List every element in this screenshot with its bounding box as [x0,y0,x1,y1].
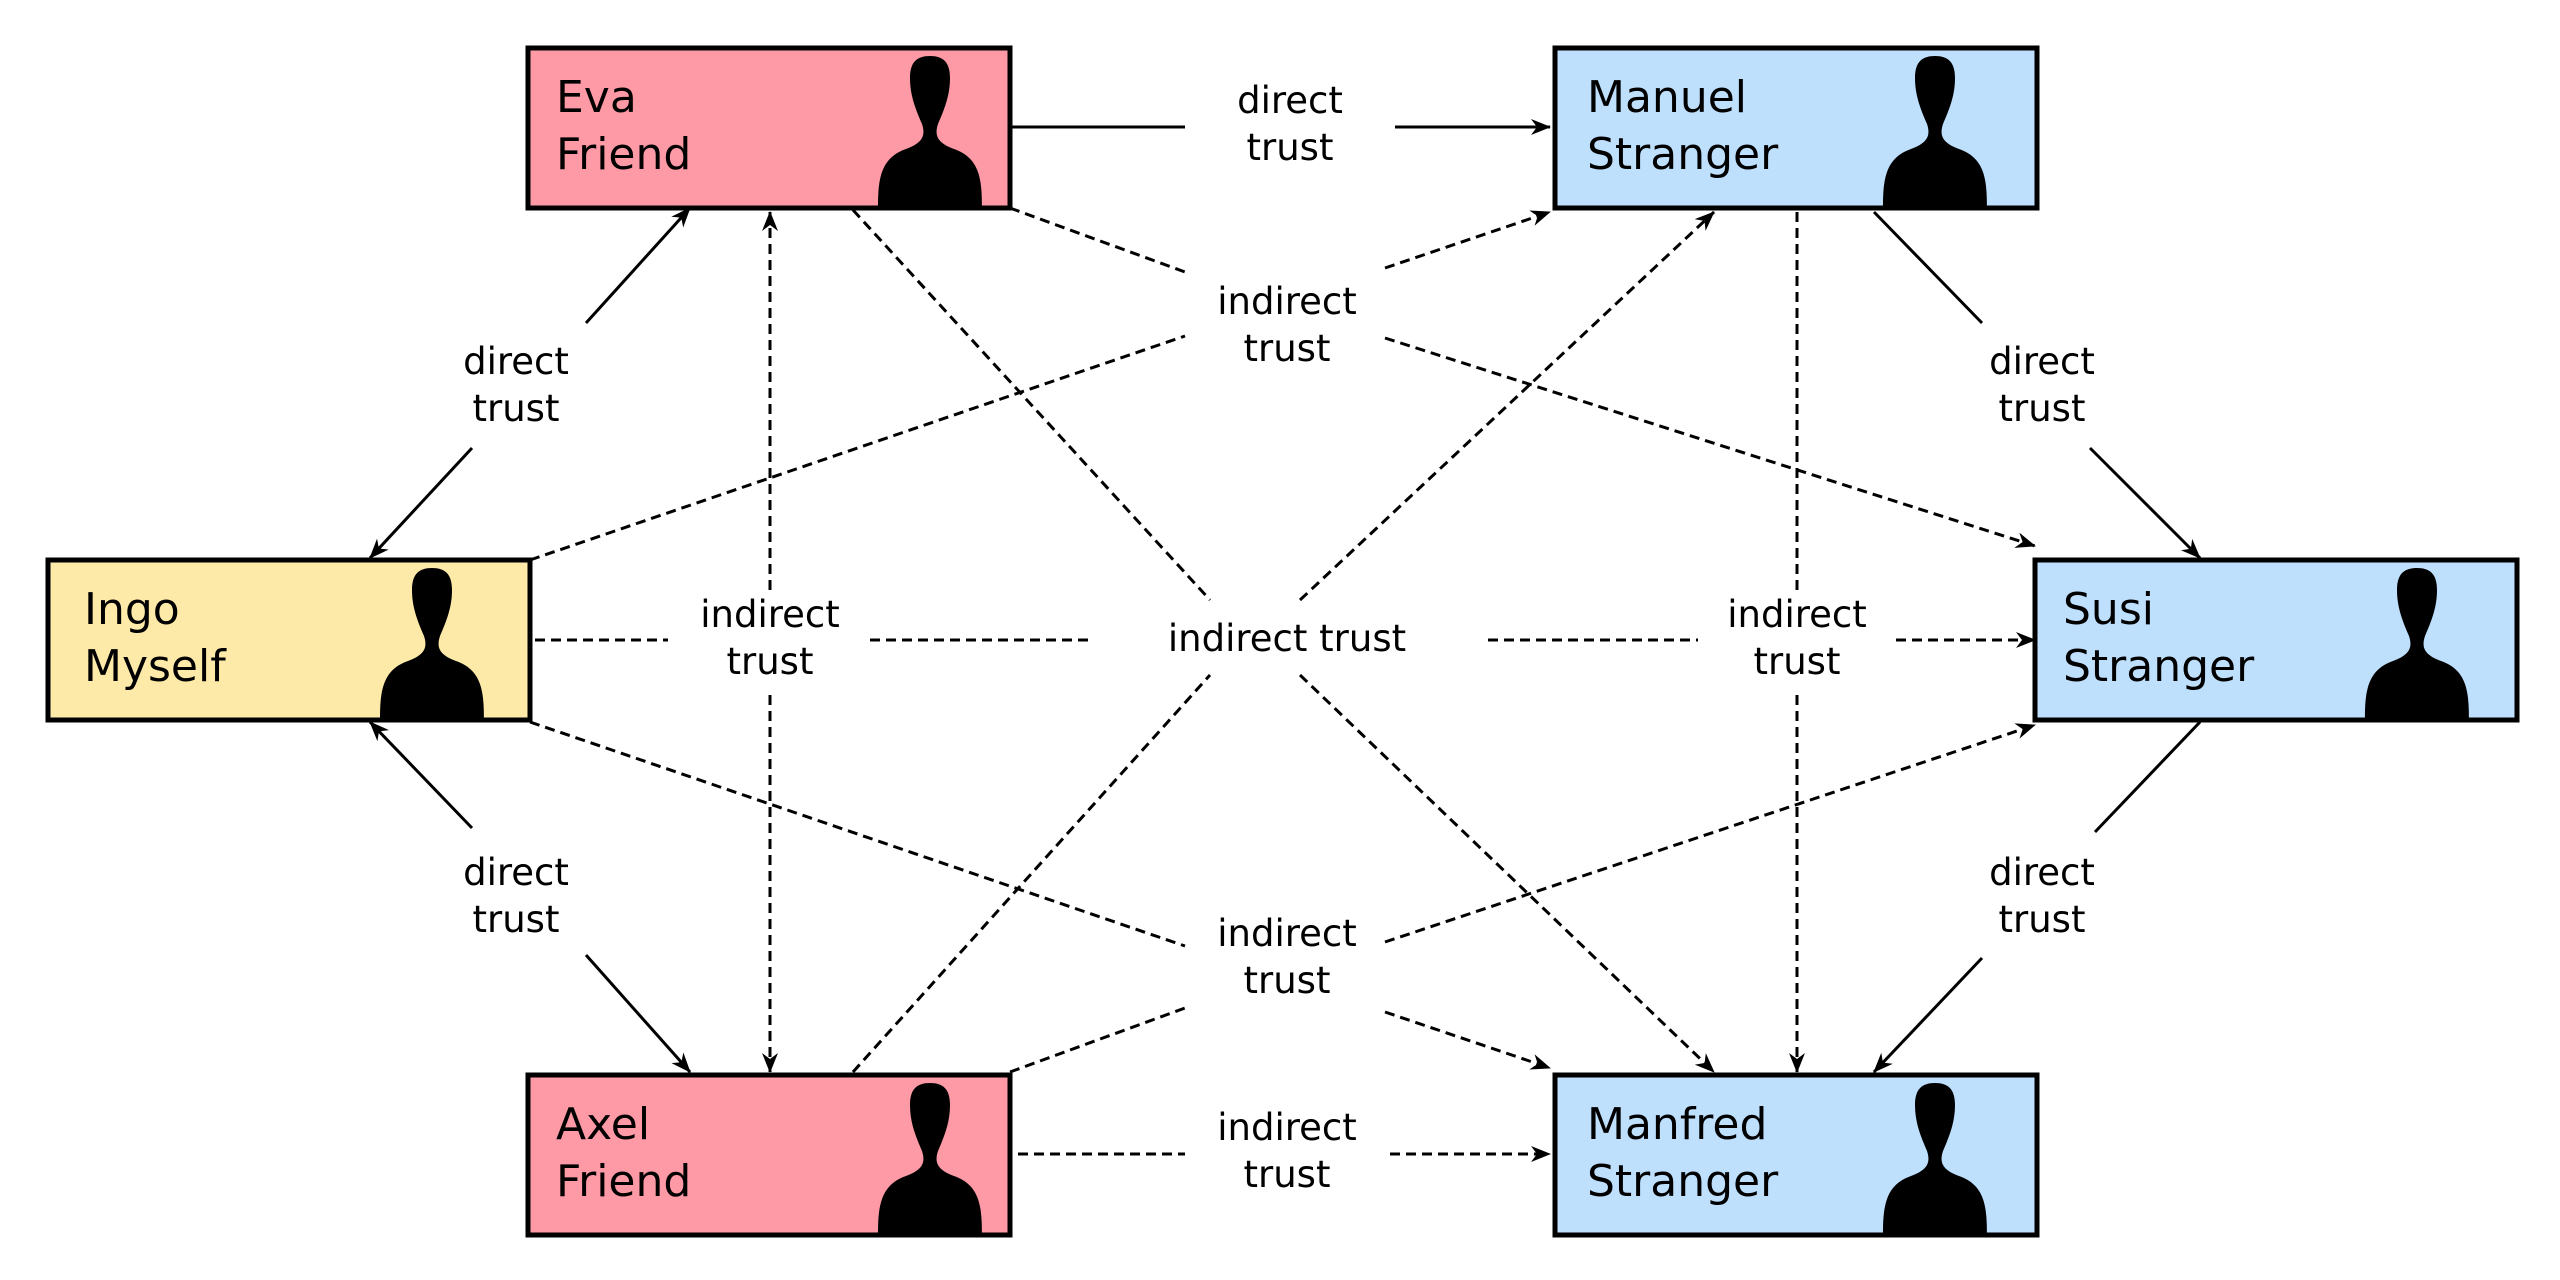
person-silhouette-icon [878,1083,982,1235]
edge-eva-susi-indirect-a [1009,206,1186,274]
node-name: Susi [2063,584,2154,635]
edge-ingo-axel-direct-a [368,720,474,830]
edge-eva-manfred-indirect-b [1298,673,1716,1074]
edge-eva-susi-indirect-b [1384,336,2036,548]
edge-axel-susi-indirect-a [1009,1006,1186,1074]
edge-ingo-eva-direct-a [584,206,692,325]
node-role: Myself [84,641,227,692]
node-name: Axel [556,1099,650,1150]
node-manfred: Manfred Stranger [1552,1072,2040,1238]
edge-ingo-eva-direct-b [368,446,474,560]
node-axel: Axel Friend [525,1072,1013,1238]
edges [368,119,2202,1162]
svg-text:Susi: Susi [2063,584,2154,635]
edge-ingo-manfred-indirect-b [1384,1010,1551,1070]
edge-manuel-susi-direct-b [2088,446,2202,560]
edge-susi-manfred-direct-a [2093,720,2202,834]
node-name: Ingo [84,584,180,635]
edge-axel-manuel-indirect-b [1298,210,1716,602]
svg-text:Manuel: Manuel [1587,72,1747,123]
edge-ingo-manuel-indirect-a [529,334,1186,562]
edge-axel-manuel-indirect-a [851,673,1212,1074]
edge-ingo-manfred-indirect-a [529,720,1186,948]
node-role: Friend [556,129,691,180]
edge-eva-manfred-indirect-a [851,208,1212,602]
node-susi: Susi Stranger [2032,557,2520,723]
node-role: Stranger [1587,129,1779,180]
label-indirect-center: indirect trust [1168,617,1406,660]
svg-text:Stranger: Stranger [2063,641,2255,692]
node-ingo: Ingo Myself [45,557,533,723]
svg-text:Axel: Axel [556,1099,650,1150]
person-silhouette-icon [380,568,484,720]
node-role: Stranger [1587,1156,1779,1207]
node-eva: Eva Friend [525,45,1013,211]
svg-text:Friend: Friend [556,1156,691,1207]
edge-ingo-manuel-indirect-b [1384,210,1551,270]
svg-text:Stranger: Stranger [1587,129,1779,180]
node-role: Stranger [2063,641,2255,692]
person-silhouette-icon [1883,1083,1987,1235]
edge-ingo-axel-direct-b [584,954,692,1073]
edge-susi-manfred-direct-b [1872,956,1984,1074]
svg-text:Eva: Eva [556,72,637,123]
svg-text:Stranger: Stranger [1587,1156,1779,1207]
svg-text:Ingo: Ingo [84,584,180,635]
svg-text:Myself: Myself [84,641,227,692]
node-manuel: Manuel Stranger [1552,45,2040,211]
edge-axel-susi-indirect-b [1384,723,2036,944]
person-silhouette-icon [878,56,982,208]
person-silhouette-icon [2365,568,2469,720]
node-name: Manuel [1587,72,1747,123]
node-name: Eva [556,72,637,123]
person-silhouette-icon [1883,56,1987,208]
svg-text:Friend: Friend [556,129,691,180]
node-role: Friend [556,1156,691,1207]
edge-manuel-susi-direct-a [1872,210,1984,325]
svg-text:Manfred: Manfred [1587,1099,1767,1150]
node-name: Manfred [1587,1099,1767,1150]
